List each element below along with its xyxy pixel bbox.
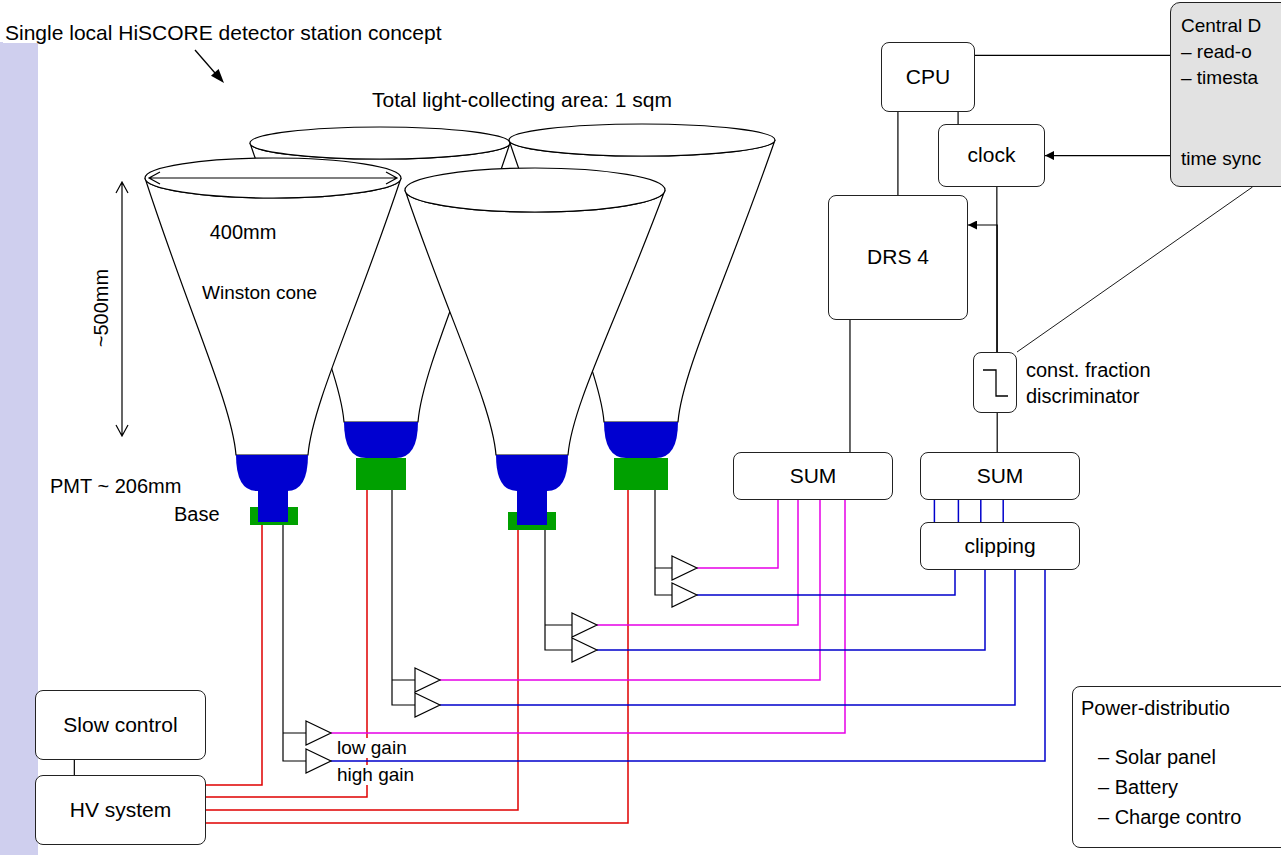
amplifier-symbol: [572, 638, 597, 662]
node-text: Central D: [1181, 15, 1261, 37]
winston-cone: [145, 178, 401, 455]
pmt-bulb: [344, 422, 418, 458]
node-text: HV system: [70, 798, 172, 822]
high-gain-wire: [331, 570, 1045, 761]
pmt-bulb: [496, 455, 568, 491]
annotation-label: Winston cone: [200, 283, 319, 303]
annotation-label: low gain: [335, 738, 409, 758]
process-box: Slow control: [35, 690, 206, 760]
winston-cone: [405, 190, 665, 455]
low-gain-wire: [331, 500, 845, 733]
dimension-arrow: [116, 182, 128, 436]
pointer-arrow: [195, 50, 215, 73]
process-box: Central D – read-o – timesta time sync: [1170, 2, 1281, 187]
connector: [968, 225, 997, 352]
process-box: HV system: [35, 775, 206, 845]
annotation-label: 400mm: [208, 222, 279, 242]
cone-rim: [509, 124, 775, 156]
node-text: CPU: [906, 65, 950, 89]
node-text: – read-o: [1181, 41, 1252, 63]
pmt-neck: [258, 488, 288, 522]
connector: [897, 112, 898, 195]
node-text: – Solar panel: [1098, 742, 1216, 772]
diagram-title: Single local HiSCORE detector station co…: [3, 23, 444, 43]
annotation-label: PMT ~ 206mm: [48, 476, 183, 496]
connector: [1017, 187, 1253, 352]
connector: [74, 760, 75, 775]
process-box: DRS 4: [828, 195, 968, 320]
process-box: SUM: [733, 452, 893, 500]
node-text: – Charge contro: [1098, 802, 1241, 832]
node-text: Slow control: [63, 713, 177, 737]
dimension-arrow: [149, 172, 397, 184]
connector: [997, 413, 998, 452]
cone-rim: [250, 127, 510, 159]
pmt-bulb: [236, 455, 308, 491]
amplifier-symbol: [415, 693, 440, 717]
pmt-bulb: [604, 422, 678, 458]
cone-rim: [145, 158, 401, 198]
annotation-label: ~500mm: [91, 267, 111, 349]
node-text: – Battery: [1098, 772, 1178, 802]
annotation-label: Total light-collecting area: 1 sqm: [370, 90, 674, 110]
cfd-symbol: [983, 370, 1008, 396]
process-box: SUM: [920, 452, 1080, 500]
connector: [1045, 155, 1170, 156]
pmt-base: [356, 458, 406, 490]
connector: [934, 500, 936, 522]
amplifier-symbol: [572, 613, 597, 637]
node-text: SUM: [977, 464, 1024, 488]
node-text: – timesta: [1181, 67, 1258, 89]
amplifier-symbol: [672, 583, 697, 607]
connector: [957, 112, 958, 124]
connector: [980, 500, 982, 522]
pmt-neck: [517, 488, 547, 525]
connector: [958, 500, 960, 522]
node-text: clipping: [964, 534, 1035, 558]
amplifier-symbol: [415, 668, 440, 692]
node-text: SUM: [790, 464, 837, 488]
node-text: const. fraction discriminator: [1026, 357, 1191, 409]
node-text: DRS 4: [867, 245, 929, 269]
process-box: clipping: [920, 522, 1080, 570]
connector: [1002, 500, 1004, 522]
process-box: Power-distributio – Solar panel– Battery–…: [1072, 686, 1281, 848]
node-text: time sync: [1181, 148, 1261, 170]
annotation-label: high gain: [335, 765, 416, 785]
connector: [975, 55, 1170, 56]
connector: [849, 320, 850, 452]
hv-cable: [206, 490, 628, 823]
process-box: const. fraction discriminator: [973, 352, 1017, 413]
process-box: CPU: [881, 42, 975, 112]
pointer-arrow-head: [211, 69, 224, 83]
pmt-base: [614, 458, 668, 490]
node-text: Power-distributio: [1081, 697, 1230, 720]
amplifier-symbol: [672, 556, 697, 580]
annotation-label: Base: [172, 504, 222, 524]
cone-rim: [405, 168, 665, 212]
amplifier-symbol: [306, 721, 331, 745]
node-text: clock: [968, 143, 1016, 167]
page-band: [0, 42, 38, 855]
amplifier-symbol: [306, 749, 331, 773]
process-box: clock: [938, 124, 1045, 187]
